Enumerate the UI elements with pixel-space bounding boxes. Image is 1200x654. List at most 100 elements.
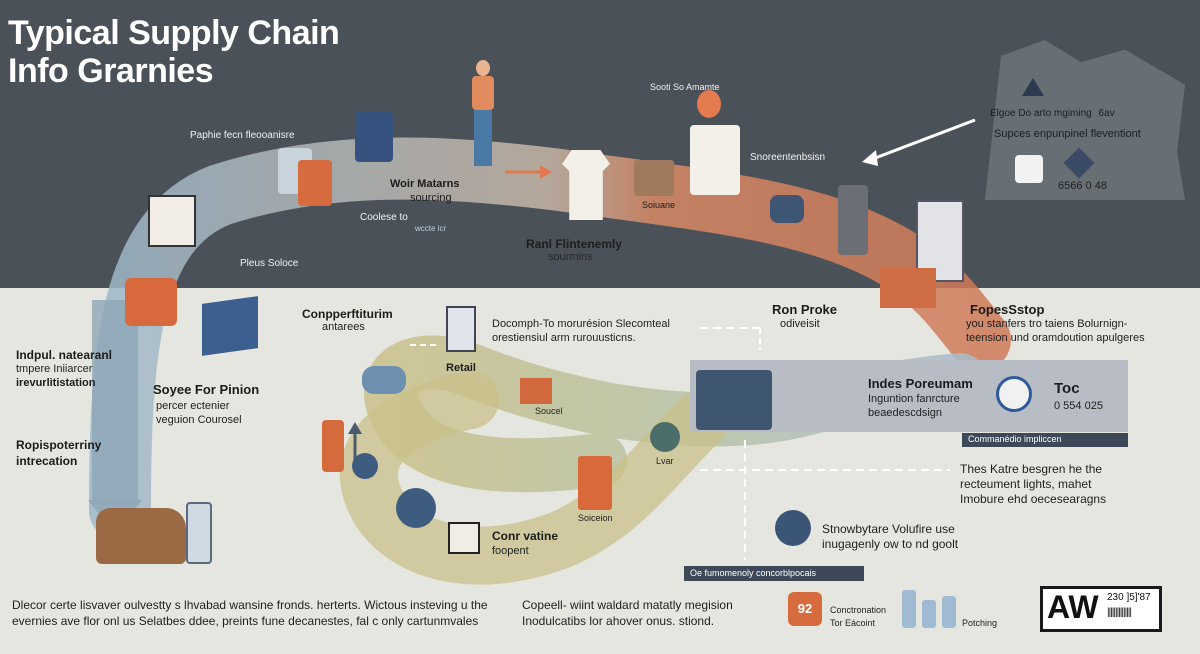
car-icon: [96, 508, 186, 564]
ropis-line-1: Ropispoterriny: [16, 438, 102, 452]
jar-icon: [298, 160, 332, 206]
toc-code: 0 554 025: [1054, 400, 1103, 412]
fopess-line-2: teension und oramdoution apulgeres: [966, 332, 1145, 344]
label-wor-sub: sourcing: [410, 192, 452, 204]
soyee-title: Soyee For Pinion: [153, 382, 260, 397]
toc-title: Toc: [1054, 380, 1080, 397]
s-flow-band: [339, 371, 729, 585]
label-soiceion: Soiceion: [578, 513, 613, 523]
label-snore: Snoreentenbsisn: [750, 152, 826, 163]
ron-sub: odiveisit: [780, 318, 820, 330]
fopess-line-1: you stanfers tro taiens Bolurnign-: [966, 318, 1128, 330]
code-letters: AW: [1047, 589, 1099, 625]
code-bars: |||||||||||||||: [1107, 607, 1132, 618]
conr-sub: foopent: [492, 545, 529, 557]
doc-line-2: orestiensiul arm rurouusticns.: [492, 332, 636, 344]
soyee-line-1: percer ectenier: [156, 400, 230, 412]
indes-line-2: beaedescdsign: [868, 407, 943, 419]
conc-line-2: Tor Eácoint: [830, 618, 876, 628]
label-coolese: Coolese to: [360, 212, 408, 223]
basket-icon: [1015, 155, 1043, 183]
register-icon: [578, 456, 612, 510]
truck-icon: [520, 378, 552, 404]
ropis-line-2: intrecation: [16, 454, 78, 468]
indpul-line-2: tmpere Iniiarcer: [16, 363, 93, 375]
bottom-left-line-1: Dlecor certe lisvaver oulvestty s lhvaba…: [12, 598, 488, 612]
doc-line-1: Docomph-To morurésion Slecomteal: [492, 318, 670, 330]
soyee-line-2: veguion Courosel: [156, 414, 242, 426]
server-icon: [838, 185, 868, 255]
leaf-icon: [650, 422, 680, 452]
terminal-icon: [696, 370, 772, 430]
title-line-1: Typical Supply Chain: [8, 14, 340, 52]
up-arrowhead: [348, 422, 362, 434]
fabric-icon: [125, 278, 177, 326]
globe-icon: [352, 453, 378, 479]
label-potching: Potching: [962, 618, 998, 628]
garment-icon: [690, 125, 740, 195]
page-title: Typical Supply Chain Info Grarnies: [8, 14, 340, 91]
indes-title: Indes Poreumam: [868, 376, 973, 391]
indpul-line-3: irevurlitistation: [16, 377, 96, 389]
label-soiuane: Soiuane: [642, 200, 676, 210]
label-rani-title: Ranl Flintenemly: [526, 237, 623, 251]
vehicle-icon: [362, 366, 406, 394]
map-caption-line-1: Elgoe Do arto mgiming 6av: [990, 108, 1115, 119]
band-label-1: Commanédio impliccen: [962, 433, 1128, 447]
label-coolese-sub: wccte icr: [415, 224, 447, 233]
label-rani-sub: sourmins: [548, 251, 593, 263]
indes-line-1: Inguntion fanrcture: [868, 393, 960, 405]
pointer-arrowhead: [862, 150, 878, 166]
code-number: 230 ]5]'87: [1107, 592, 1151, 603]
dress-icon: [322, 420, 344, 472]
shirt-icon: [562, 150, 610, 220]
sov-line-2: inugagenly ow to nd goolt: [822, 537, 959, 551]
bottles-icon: [902, 590, 958, 628]
tag-icon: [697, 90, 721, 118]
box-icon: [202, 296, 258, 356]
sov-line-1: Stnowbytare Volufire use: [822, 522, 955, 536]
conp-sub: antarees: [322, 321, 365, 333]
can-icon: [355, 112, 393, 162]
label-retail: Retail: [446, 362, 476, 374]
upper-flow-band: [89, 137, 1011, 541]
bottom-mid-line-2: Inodulcatibs lor ahover onus. stiond.: [522, 614, 715, 628]
fopess-title: FopesSstop: [970, 302, 1045, 317]
conc-badge: 92: [788, 592, 822, 626]
thes-line-3: Imobure ehd oecesearagns: [960, 492, 1107, 506]
machine-icon: [770, 195, 804, 223]
kiosk-icon: [446, 306, 476, 352]
ron-title: Ron Proke: [772, 302, 838, 317]
disc-icon: [396, 488, 436, 528]
bottom-left-line-2: evernies ave flor onl us Selatbes ddee, …: [12, 614, 479, 628]
map-code: 6566 0 48: [1058, 180, 1107, 192]
world-icon: [775, 510, 811, 546]
document-grid-icon: [148, 195, 196, 247]
label-soucel: Soucel: [535, 406, 563, 416]
bottle-icon: [186, 502, 212, 564]
thes-line-1: Thes Katre besgren he the: [960, 462, 1103, 476]
bottom-mid-line-1: Copeell- wiint waldard matatly megision: [522, 598, 733, 612]
label-paphie: Paphie fecn fleooanisre: [190, 130, 295, 141]
conp-title: Conpperftiturim: [302, 307, 393, 321]
folded-cloth-icon: [634, 160, 674, 196]
conr-title: Conr vatine: [492, 529, 559, 543]
band-label-2: Oe fumomenoly concorblpocais: [684, 566, 864, 581]
thes-line-2: recteument lights, mahet: [960, 477, 1092, 491]
label-wor-title: Woir Matarns: [390, 178, 460, 190]
person-icon: [468, 60, 498, 170]
boxes-icon: [880, 268, 936, 308]
barcode-logo: AW 230 ]5]'87 |||||||||||||||: [1040, 586, 1162, 632]
mountain-icon: [1022, 78, 1044, 96]
label-pleus: Pleus Soloce: [240, 258, 299, 269]
target-icon: [996, 376, 1032, 412]
indpul-line-1: Indpul. natearanl: [16, 348, 113, 362]
pointer-arrow: [869, 118, 976, 162]
hazard-icon: [448, 522, 480, 554]
right-arrowhead-1: [540, 165, 552, 179]
map-caption-line-2: Supces enpunpinel fleventiont: [994, 128, 1141, 140]
conc-line-1: Conctronation: [830, 605, 887, 615]
title-line-2: Info Grarnies: [8, 52, 214, 91]
label-lvar: Lvar: [656, 456, 674, 466]
label-soot: Sooti So Amamte: [650, 82, 720, 92]
